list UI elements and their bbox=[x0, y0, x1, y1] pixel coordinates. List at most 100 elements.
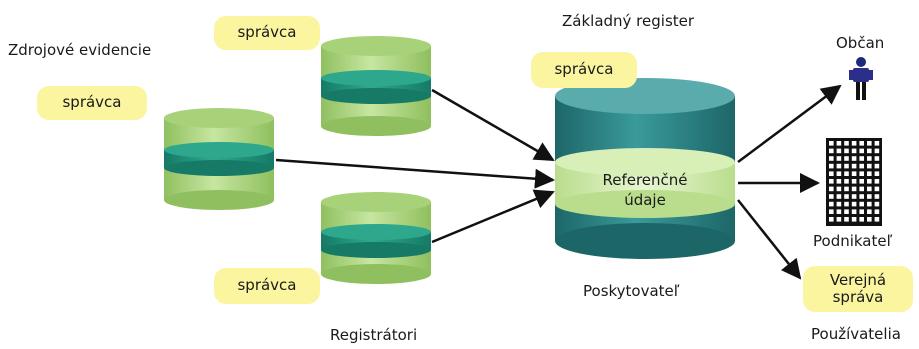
users-label: Používatelia bbox=[811, 325, 901, 343]
building-window bbox=[859, 186, 864, 192]
building-window bbox=[851, 141, 857, 146]
building-window bbox=[867, 217, 872, 222]
building-window bbox=[867, 163, 872, 169]
building-window bbox=[829, 179, 834, 184]
citizen-label: Občan bbox=[836, 34, 885, 52]
building-window bbox=[874, 163, 880, 169]
building-window bbox=[859, 194, 864, 199]
building-window bbox=[874, 156, 880, 161]
building-window bbox=[867, 186, 872, 192]
building-window bbox=[844, 209, 849, 214]
building-window bbox=[859, 209, 864, 214]
source-db-top bbox=[321, 36, 431, 136]
building-window bbox=[829, 201, 834, 207]
building-window bbox=[851, 217, 857, 222]
building-icon bbox=[826, 138, 882, 226]
building-window bbox=[867, 194, 872, 199]
reference-data-label: Referenčné údaje bbox=[575, 170, 715, 211]
building-window bbox=[874, 148, 880, 154]
building-window bbox=[874, 209, 880, 214]
building-window bbox=[829, 148, 834, 154]
building-window bbox=[836, 201, 842, 207]
building-window bbox=[851, 148, 857, 154]
building-window bbox=[829, 217, 834, 222]
building-window bbox=[844, 156, 849, 161]
building-window bbox=[836, 194, 842, 199]
building-window bbox=[844, 186, 849, 192]
reference-data-line2: údaje bbox=[624, 191, 666, 210]
building-window bbox=[859, 156, 864, 161]
building-window bbox=[874, 179, 880, 184]
building-window bbox=[867, 171, 872, 176]
admin-badge-bottom: správca bbox=[214, 268, 320, 304]
building-window bbox=[859, 217, 864, 222]
building-window bbox=[874, 194, 880, 199]
building-window bbox=[844, 179, 849, 184]
building-window bbox=[859, 163, 864, 169]
building-window bbox=[874, 186, 880, 192]
building-window bbox=[836, 171, 842, 176]
building-window bbox=[836, 148, 842, 154]
arrow-top-to-register bbox=[431, 88, 555, 162]
building-window bbox=[829, 156, 834, 161]
building-window bbox=[836, 156, 842, 161]
source-db-left bbox=[164, 108, 274, 210]
arrow-bottom-to-register bbox=[431, 189, 555, 244]
building-window bbox=[836, 186, 842, 192]
admin-badge-register: správca bbox=[531, 52, 637, 88]
base-register-db bbox=[555, 78, 735, 259]
building-window bbox=[859, 179, 864, 184]
building-window bbox=[844, 201, 849, 207]
building-window bbox=[844, 217, 849, 222]
building-window bbox=[867, 148, 872, 154]
building-window bbox=[859, 148, 864, 154]
building-window bbox=[851, 186, 857, 192]
building-window bbox=[851, 179, 857, 184]
building-window bbox=[844, 163, 849, 169]
building-window bbox=[836, 163, 842, 169]
building-window bbox=[851, 194, 857, 199]
building-window bbox=[874, 217, 880, 222]
arrow-to-public-admin bbox=[737, 199, 802, 280]
building-window bbox=[859, 141, 864, 146]
public-admin-line1: Verejná bbox=[829, 270, 887, 289]
admin-badge-top: správca bbox=[214, 16, 320, 50]
base-register-label: Základný register bbox=[562, 12, 695, 30]
person-icon bbox=[849, 57, 873, 100]
registrars-label: Registrátori bbox=[330, 326, 418, 344]
provider-label: Poskytovateľ bbox=[583, 282, 680, 300]
building-window bbox=[829, 141, 834, 146]
building-window bbox=[867, 209, 872, 214]
building-window bbox=[859, 171, 864, 176]
building-window bbox=[829, 186, 834, 192]
building-window bbox=[851, 201, 857, 207]
reference-data-line1: Referenčné bbox=[602, 171, 688, 189]
admin-badge-left: správca bbox=[37, 86, 147, 120]
building-window bbox=[836, 141, 842, 146]
building-window bbox=[851, 209, 857, 214]
building-window bbox=[867, 141, 872, 146]
business-label: Podnikateľ bbox=[813, 232, 893, 250]
building-window bbox=[836, 179, 842, 184]
arrow-to-citizen bbox=[737, 84, 842, 164]
building-window bbox=[829, 163, 834, 169]
building-window bbox=[829, 194, 834, 199]
arrow-left-to-register bbox=[275, 158, 555, 189]
building-window bbox=[844, 141, 849, 146]
source-db-bottom bbox=[321, 192, 431, 284]
building-window bbox=[829, 171, 834, 176]
building-window bbox=[851, 163, 857, 169]
building-window bbox=[874, 141, 880, 146]
building-window bbox=[867, 156, 872, 161]
public-admin-badge: Verejná správa bbox=[803, 266, 913, 312]
public-admin-line2: správa bbox=[832, 288, 884, 306]
building-window bbox=[844, 171, 849, 176]
building-window bbox=[844, 194, 849, 199]
building-window bbox=[867, 201, 872, 207]
building-window bbox=[867, 179, 872, 184]
building-window bbox=[851, 171, 857, 176]
building-window bbox=[874, 171, 880, 176]
building-window bbox=[836, 209, 842, 214]
building-window bbox=[836, 217, 842, 222]
